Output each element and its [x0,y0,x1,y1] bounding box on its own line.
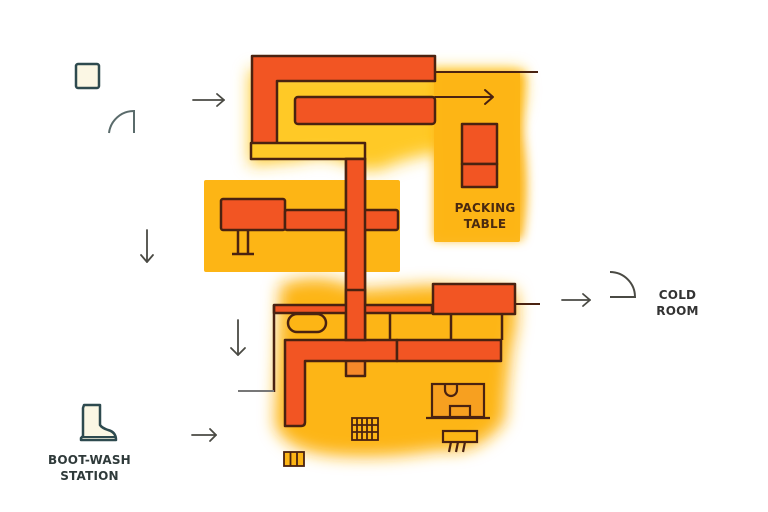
packing-table-label-line2: TABLE [463,217,507,231]
packing-table-top [460,122,499,166]
packing-table-label-line1: PACKING [454,201,516,215]
cold-room-label-line1: COLD [658,288,697,302]
entry-square-icon [74,62,101,90]
door-arc-cold-room-icon [609,271,637,298]
lower-l-conveyor [283,338,399,428]
cooler-unit [431,282,517,316]
cold-room-label: COLD ROOM [640,287,715,319]
drain-grate-large-icon [351,417,379,441]
machine-arm [283,208,400,232]
packing-table-bottom [460,162,499,189]
cold-room-label-line2: ROOM [656,304,699,318]
boot-wash-label-line2: STATION [60,469,119,483]
sink-icon [286,312,328,334]
arrow-top-entry [192,93,225,107]
packing-table-label: PACKING TABLE [440,200,530,232]
arrow-conveyor [434,89,494,105]
lower-conveyor-right [395,338,503,363]
arrow-left-down-2 [230,319,246,356]
arrow-cold-room [561,293,591,307]
processing-room [238,282,540,428]
inner-conveyor [293,95,437,126]
boot-icon [79,403,118,442]
machine-head [219,197,287,232]
arrow-left-down-1 [140,229,154,263]
workstation-icon [426,382,490,420]
vertical-conveyor-lower [344,288,367,342]
heater-icon [441,429,479,453]
boot-wash-label: BOOT-WASH STATION [42,452,137,484]
arrow-boot-wash [191,428,217,442]
vertical-end-box [344,358,367,378]
yellow-crossbar [249,141,367,161]
boot-wash-label-line1: BOOT-WASH [48,453,131,467]
drain-grate-small-icon [283,451,305,467]
door-arc-left-icon [108,109,135,134]
